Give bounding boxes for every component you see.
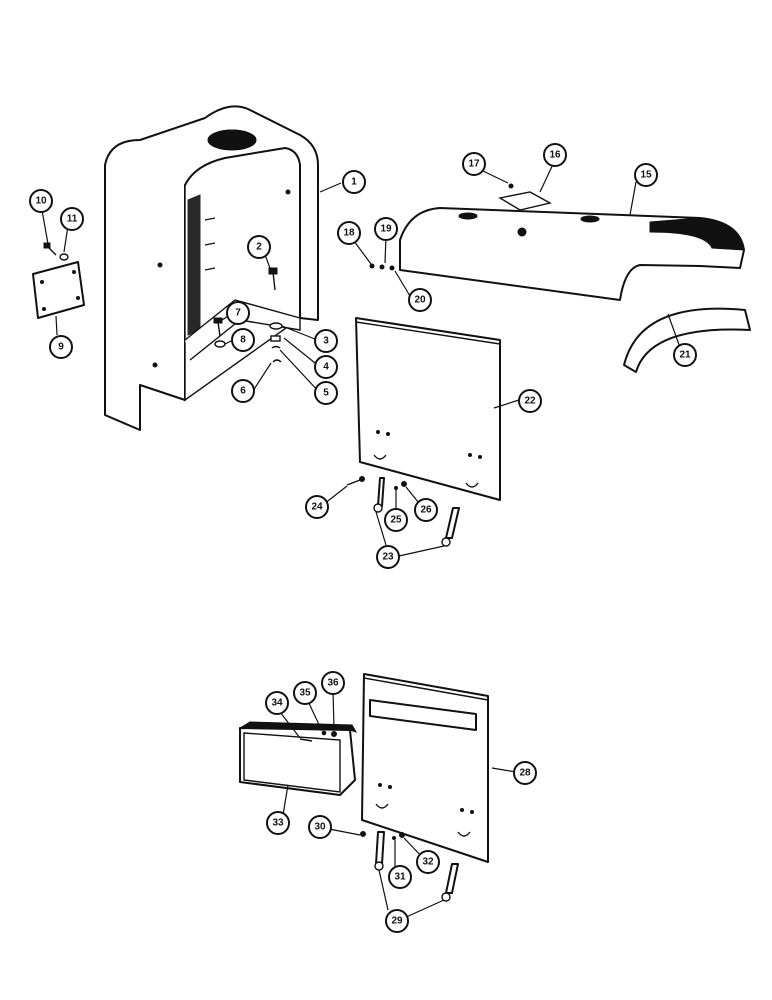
svg-text:11: 11 xyxy=(67,214,78,225)
svg-text:10: 10 xyxy=(35,196,47,207)
callout-17: 17 xyxy=(462,152,486,176)
callout-7: 7 xyxy=(226,301,250,325)
callout-3: 3 xyxy=(314,329,338,353)
callout-10: 10 xyxy=(29,189,53,213)
callout-32: 32 xyxy=(416,850,440,874)
svg-text:31: 31 xyxy=(394,872,406,883)
latch-hardware-upper xyxy=(346,476,460,547)
callout-15: 15 xyxy=(634,163,658,187)
svg-text:7: 7 xyxy=(235,308,241,319)
svg-text:8: 8 xyxy=(240,335,246,346)
svg-text:6: 6 xyxy=(240,386,246,397)
top-cover-part xyxy=(399,191,745,301)
svg-text:15: 15 xyxy=(640,170,652,181)
callout-1: 1 xyxy=(342,170,366,194)
callout-11: 11 xyxy=(60,207,84,231)
side-panel-part xyxy=(355,317,501,501)
svg-text:33: 33 xyxy=(272,818,284,829)
callout-24: 24 xyxy=(305,495,329,519)
svg-text:22: 22 xyxy=(524,396,536,407)
svg-text:3: 3 xyxy=(323,336,329,347)
latch-hardware-lower xyxy=(360,831,459,902)
callout-30: 30 xyxy=(308,815,332,839)
hood-housing-part xyxy=(104,105,319,431)
leader-lines xyxy=(41,159,683,919)
callout-33: 33 xyxy=(266,811,290,835)
callout-25: 25 xyxy=(384,508,408,532)
callout-19: 19 xyxy=(374,217,398,241)
svg-text:2: 2 xyxy=(256,242,262,253)
svg-text:16: 16 xyxy=(549,150,561,161)
svg-text:5: 5 xyxy=(323,388,329,399)
svg-text:29: 29 xyxy=(391,916,403,927)
callout-31: 31 xyxy=(388,865,412,889)
callout-36: 36 xyxy=(321,671,345,695)
callout-35: 35 xyxy=(293,681,317,705)
svg-text:28: 28 xyxy=(519,768,531,779)
svg-text:34: 34 xyxy=(271,698,283,709)
svg-text:26: 26 xyxy=(420,505,432,516)
callout-8: 8 xyxy=(231,328,255,352)
callout-16: 16 xyxy=(543,143,567,167)
callout-29: 29 xyxy=(385,909,409,933)
side-panel-lower-part xyxy=(361,673,489,863)
callout-5: 5 xyxy=(314,381,338,405)
cover-plate-part xyxy=(32,261,85,319)
callout-18: 18 xyxy=(337,221,361,245)
svg-text:1: 1 xyxy=(351,177,357,188)
callout-23: 23 xyxy=(376,545,400,569)
small-fasteners-top xyxy=(369,183,514,271)
svg-text:36: 36 xyxy=(327,678,339,689)
callout-26: 26 xyxy=(414,498,438,522)
callout-20: 20 xyxy=(408,288,432,312)
svg-text:21: 21 xyxy=(679,350,691,361)
svg-text:35: 35 xyxy=(299,688,311,699)
trim-strip-part xyxy=(623,307,751,373)
callout-22: 22 xyxy=(518,389,542,413)
svg-text:32: 32 xyxy=(422,857,434,868)
hardware-bolts xyxy=(43,242,283,363)
svg-text:20: 20 xyxy=(414,295,426,306)
svg-text:18: 18 xyxy=(343,228,355,239)
callout-6: 6 xyxy=(231,379,255,403)
svg-text:17: 17 xyxy=(468,159,480,170)
svg-text:23: 23 xyxy=(382,552,394,563)
callout-9: 9 xyxy=(49,335,73,359)
callout-21: 21 xyxy=(673,343,697,367)
svg-text:9: 9 xyxy=(58,342,64,353)
grille-box-part xyxy=(238,721,358,796)
svg-text:19: 19 xyxy=(380,224,392,235)
svg-text:25: 25 xyxy=(390,515,402,526)
callout-28: 28 xyxy=(513,761,537,785)
callout-2: 2 xyxy=(247,235,271,259)
svg-text:30: 30 xyxy=(314,822,326,833)
svg-text:24: 24 xyxy=(311,502,323,513)
callout-34: 34 xyxy=(265,691,289,715)
svg-text:4: 4 xyxy=(323,362,329,373)
callout-4: 4 xyxy=(314,355,338,379)
